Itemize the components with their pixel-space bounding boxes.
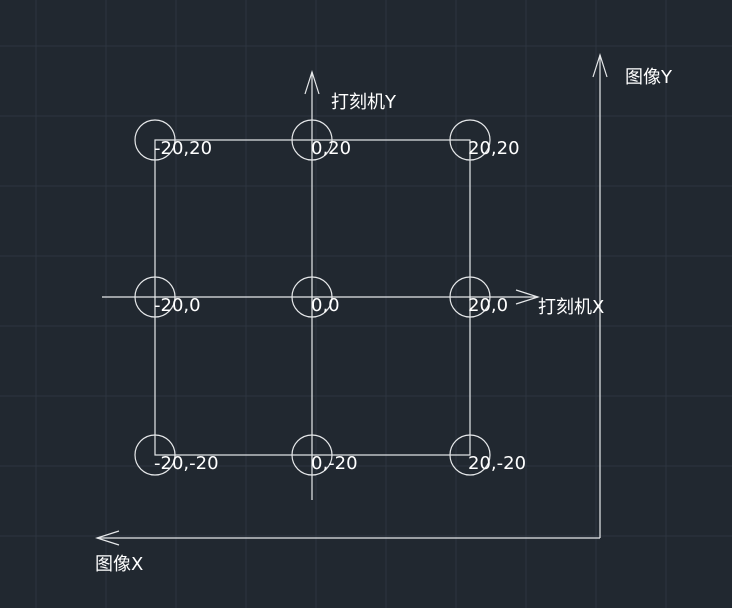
point-circle	[134, 119, 176, 161]
point-label: -20,-20	[154, 453, 219, 474]
point-circle	[291, 434, 333, 476]
point-label: 0,20	[311, 138, 351, 159]
point-label: 0,-20	[311, 453, 358, 474]
point-circle	[449, 119, 491, 161]
point-circle	[291, 276, 333, 318]
point-label: -20,0	[154, 295, 201, 316]
engraver-y-label: 打刻机Y	[331, 92, 397, 113]
point-label: 20,-20	[468, 453, 526, 474]
point-labels: -20,20 0,20 20,20 -20,0 0,0 20,0 -20,-20…	[154, 138, 526, 474]
engraver-x-label: 打刻机X	[538, 297, 604, 318]
point-circle	[449, 276, 491, 318]
engraver-y-arrow-icon	[304, 70, 320, 95]
point-circle	[291, 119, 333, 161]
point-label: -20,20	[154, 138, 212, 159]
point-label: 0,0	[311, 295, 340, 316]
engraver-x-arrow-icon	[515, 289, 540, 305]
image-y-label: 图像Y	[625, 67, 673, 88]
point-circle	[449, 434, 491, 476]
image-x-label: 图像X	[95, 554, 143, 575]
image-y-arrow-icon	[592, 53, 608, 78]
point-label: 20,0	[468, 295, 508, 316]
point-markers	[134, 119, 491, 476]
point-circle	[134, 276, 176, 318]
point-label: 20,20	[468, 138, 520, 159]
point-circle	[134, 434, 176, 476]
image-x-arrow-icon	[95, 530, 120, 546]
